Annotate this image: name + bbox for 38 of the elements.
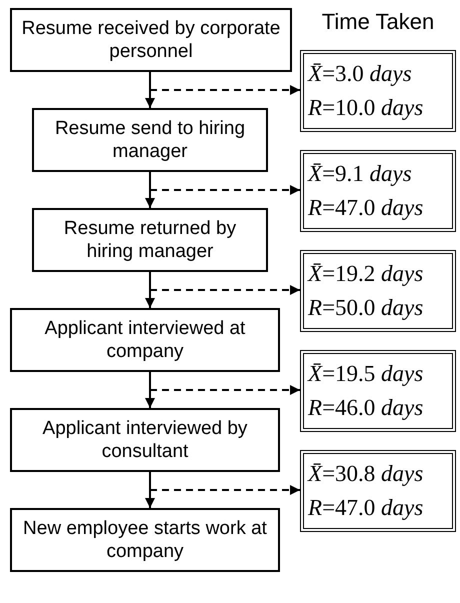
arrow (145, 272, 155, 308)
dashed-arrow (150, 185, 300, 195)
time-box (300, 250, 456, 332)
time-box (300, 50, 456, 132)
process-text: Resume send to hiring manager (54, 117, 246, 163)
time-value: X̄=19.5 days (308, 360, 424, 388)
process-box (32, 208, 268, 272)
process-text: Resume received by corporate personnel (20, 17, 282, 63)
dashed-arrow (150, 85, 300, 95)
process-box (10, 508, 280, 572)
arrow (145, 372, 155, 408)
process-box (10, 308, 280, 372)
process-text: Applicant interviewed by consultant (42, 417, 248, 463)
dashed-arrow (150, 285, 300, 295)
arrow (145, 72, 155, 108)
process-text: Resume returned by hiring manager (62, 217, 238, 263)
process-box (10, 8, 292, 72)
column-heading: Time Taken (320, 8, 436, 36)
process-box (32, 108, 268, 172)
process-text: New employee starts work at company (22, 517, 268, 563)
time-value: R=10.0 days (308, 94, 424, 122)
process-text: Applicant interviewed at company (44, 317, 246, 363)
time-value: X̄=9.1 days (308, 160, 413, 188)
process-box (10, 408, 280, 472)
time-value: R=47.0 days (308, 494, 424, 522)
time-value: X̄=19.2 days (308, 260, 424, 288)
time-box (300, 350, 456, 432)
time-value: R=46.0 days (308, 394, 424, 422)
dashed-arrow (150, 485, 300, 495)
arrow (145, 472, 155, 508)
dashed-arrow (150, 385, 300, 395)
time-value: X̄=30.8 days (308, 460, 424, 488)
time-value: R=50.0 days (308, 294, 424, 322)
time-value: R=47.0 days (308, 194, 424, 222)
time-value: X̄=3.0 days (308, 60, 413, 88)
time-box (300, 450, 456, 532)
arrow (145, 172, 155, 208)
time-box (300, 150, 456, 232)
